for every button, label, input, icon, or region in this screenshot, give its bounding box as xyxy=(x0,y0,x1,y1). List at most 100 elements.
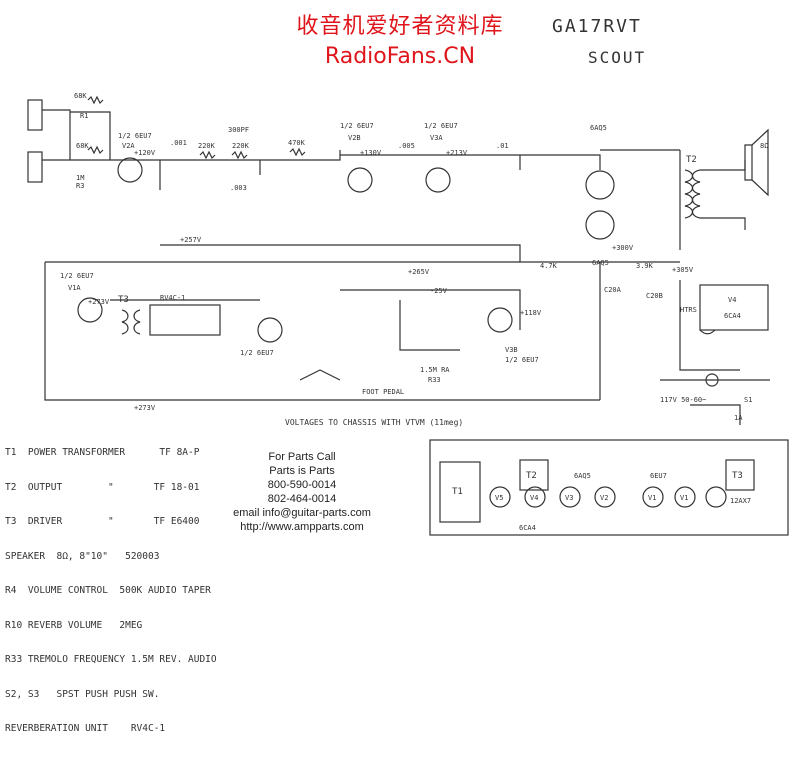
label-005: .005 xyxy=(398,142,415,150)
label-v1a: V1A xyxy=(68,284,81,292)
label-6aq5: 6AQ5 xyxy=(590,124,607,132)
label-v265: +265V xyxy=(408,268,430,276)
tube-v3b xyxy=(487,307,513,333)
label-r33: R33 xyxy=(428,376,441,384)
label-c20a: C20A xyxy=(604,286,622,294)
layout-socket-v1b xyxy=(674,486,696,508)
layout-label-t1: T1 xyxy=(452,487,463,497)
layout-t3 xyxy=(725,459,755,491)
label-v25: -25V xyxy=(430,287,448,295)
label-v3a-type: 1/2 6EU7 xyxy=(424,122,458,130)
label-6aq5-b: 6AQ5 xyxy=(592,259,609,267)
label-r1: R1 xyxy=(80,112,88,120)
parts-list-item: S2, S3 SPST PUSH PUSH SW. xyxy=(5,688,160,700)
label-v3a: V3A xyxy=(430,134,443,142)
layout-label-v1b: V1 xyxy=(680,494,688,502)
contact-line1: For Parts Call xyxy=(268,451,336,463)
label-foot-pedal: FOOT PEDAL xyxy=(362,388,404,396)
label-v2b: V2B xyxy=(348,134,361,142)
layout-socket-v2 xyxy=(594,486,616,508)
tube-v1a xyxy=(77,297,103,323)
label-01: .01 xyxy=(496,142,509,150)
label-v130: +130V xyxy=(360,149,382,157)
label-6ca4: 6CA4 xyxy=(724,312,741,320)
parts-contact-block: For Parts Call Parts is Parts 800-590-00… xyxy=(222,450,382,534)
contact-phone1: 800-590-0014 xyxy=(267,479,337,491)
layout-label-v2: V2 xyxy=(600,494,608,502)
label-ac-in: 117V 50-60~ xyxy=(660,396,706,404)
label-001: .001 xyxy=(170,139,187,147)
input-jack-1 xyxy=(27,99,43,131)
parts-list-item: T1 POWER TRANSFORMER TF 8A-P xyxy=(5,447,200,458)
label-003: .003 xyxy=(230,184,247,192)
layout-t1 xyxy=(439,461,481,523)
label-speaker: 8Ω xyxy=(760,142,769,150)
label-t2: T2 xyxy=(686,155,697,165)
parts-list-item: T3 DRIVER " TF E6400 xyxy=(5,516,200,527)
layout-socket-12at7 xyxy=(705,486,727,508)
label-v1a-type: 1/2 6EU7 xyxy=(60,272,94,280)
model-name: SCOUT xyxy=(588,48,647,67)
label-v273: +273V xyxy=(88,298,110,306)
label-1m: 1M xyxy=(76,174,84,182)
label-v120: +120V xyxy=(134,149,156,157)
label-rv4c: RV4C-1 xyxy=(160,294,185,302)
label-v2a: V2A xyxy=(122,142,135,150)
tube-v1b xyxy=(257,317,283,343)
tube-6aq5-b xyxy=(585,210,615,240)
label-v300: +300V xyxy=(612,244,634,252)
label-r29: 3.9K xyxy=(636,262,654,270)
label-v3b: V3B xyxy=(505,346,518,354)
layout-label-v3: V3 xyxy=(565,494,573,502)
label-fuse: 1A xyxy=(734,414,743,422)
parts-list-item: REVERBERATION UNIT RV4C-1 xyxy=(5,723,166,734)
tube-v2a xyxy=(117,157,143,183)
tube-6aq5-a xyxy=(585,170,615,200)
label-v1b-type: 1/2 6EU7 xyxy=(240,349,274,357)
layout-t2 xyxy=(519,459,549,491)
label-v2a-type: 1/2 6EU7 xyxy=(118,132,152,140)
label-v4: V4 xyxy=(728,296,736,304)
layout-label-6ca4: 6CA4 xyxy=(519,524,536,532)
label-v3b-type: 1/2 6EU7 xyxy=(505,356,539,364)
label-t3: T3 xyxy=(118,295,129,305)
layout-label-v1: V1 xyxy=(648,494,656,502)
label-r28: 4.7K xyxy=(540,262,558,270)
layout-label-6eu7: 6EU7 xyxy=(650,472,667,480)
watermark-site: RadioFans.CN xyxy=(324,44,476,69)
label-68k-2: 68K xyxy=(76,142,89,150)
parts-list: T1 POWER TRANSFORMER TF 8A-P T2 OUTPUT "… xyxy=(5,424,217,758)
layout-label-t2: T2 xyxy=(526,471,537,481)
layout-label-v4: V4 xyxy=(530,494,538,502)
label-r3: R3 xyxy=(76,182,84,190)
contact-web[interactable]: http://www.ampparts.com xyxy=(240,521,364,533)
parts-list-item: T2 OUTPUT " TF 18-01 xyxy=(5,481,200,493)
parts-list-item: R4 VOLUME CONTROL 500K AUDIO TAPER xyxy=(5,585,211,596)
model-title: GA17RVT xyxy=(552,16,642,37)
label-s1: S1 xyxy=(744,396,752,404)
label-htrs: HTRS xyxy=(680,306,697,314)
label-v2b-type: 1/2 6EU7 xyxy=(340,122,374,130)
voltage-note: VOLTAGES TO CHASSIS WITH VTVM (11meg) xyxy=(285,418,464,427)
parts-list-item: R10 REVERB VOLUME 2MEG xyxy=(5,619,143,631)
watermark-cn-title: 收音机爱好者资料库 xyxy=(296,14,504,39)
label-v305: +305V xyxy=(672,266,694,274)
label-68k: 68K xyxy=(74,92,87,100)
layout-label-t3: T3 xyxy=(732,471,743,481)
layout-socket-v4 xyxy=(524,486,546,508)
contact-email[interactable]: email info@guitar-parts.com xyxy=(233,507,371,519)
chassis-layout xyxy=(429,439,789,536)
label-300pf: 300PF xyxy=(228,126,249,134)
layout-socket-v5 xyxy=(489,486,511,508)
label-c20b: C20B xyxy=(646,292,663,300)
parts-list-item: SPEAKER 8Ω, 8"10" 520003 xyxy=(5,550,160,562)
label-r33-val: 1.5M RA xyxy=(420,366,450,374)
tube-v2b xyxy=(347,167,373,193)
layout-label-6aq5: 6AQ5 xyxy=(574,472,591,480)
label-v273-b: +273V xyxy=(134,404,156,412)
contact-phone2: 802-464-0014 xyxy=(267,493,337,505)
label-220k-b: 220K xyxy=(232,142,250,150)
layout-socket-v1 xyxy=(642,486,664,508)
label-v257: +257V xyxy=(180,236,202,244)
input-jack-2 xyxy=(27,151,43,183)
